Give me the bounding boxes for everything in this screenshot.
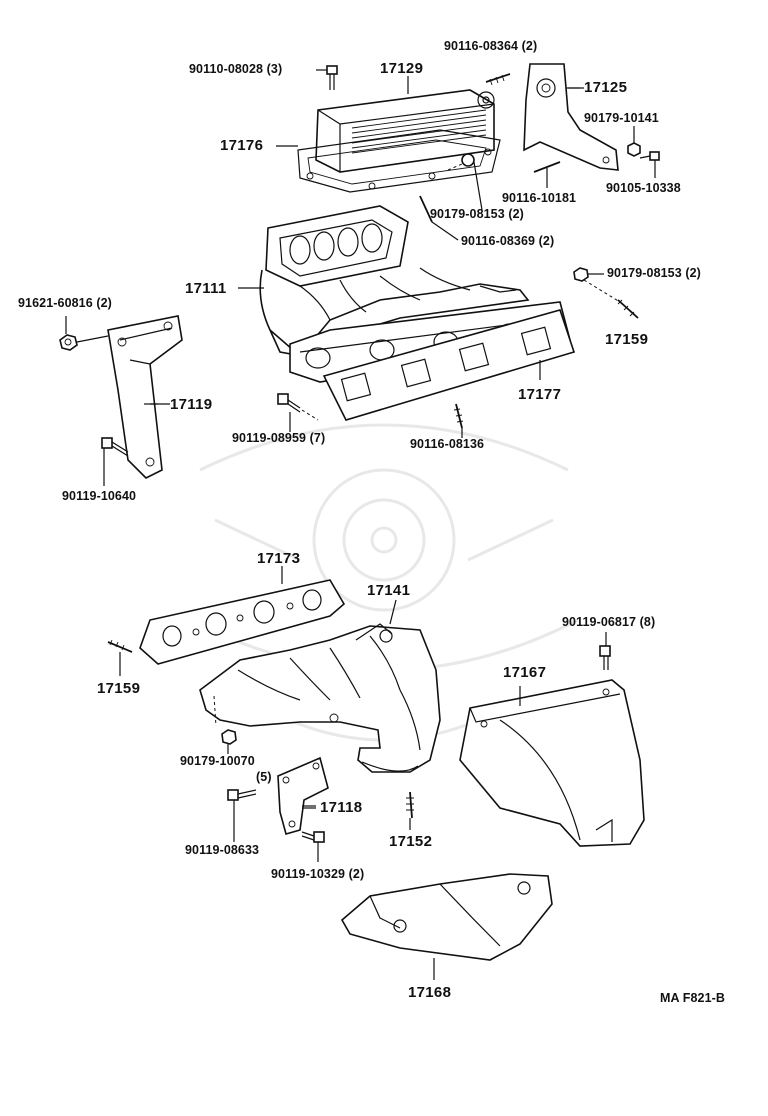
stud-17159-lower <box>107 639 133 676</box>
part-17118-stay <box>277 756 329 835</box>
bolt-90119-08959 <box>277 393 319 432</box>
stud-90116-08369 <box>419 195 459 241</box>
label-90116-10181: 90116-10181 <box>502 191 577 205</box>
nut-90179-08153-right <box>573 267 604 282</box>
part-17141-exhaust-manifold <box>199 599 441 773</box>
part-17129-plenum <box>315 89 495 173</box>
leader-lines-upper <box>144 76 580 405</box>
label-90116-08369: 90116-08369 (2) <box>461 234 555 248</box>
stud-17152 <box>406 791 414 830</box>
washer-91621-60816 <box>59 316 109 351</box>
nut-90179-10070 <box>213 695 237 754</box>
label-90119-08959: 90119-08959 (7) <box>232 431 326 445</box>
label-90179-10070-qty: (5) <box>256 770 272 784</box>
nut-90179-08153-upper <box>447 153 483 211</box>
label-90179-10070: 90179-10070 <box>180 754 255 768</box>
label-17167: 17167 <box>503 664 547 681</box>
label-17119: 17119 <box>170 396 213 413</box>
stud-90116-10181 <box>533 161 561 188</box>
bolt-90119-06817 <box>599 632 611 670</box>
part-17177-gasket <box>322 309 576 421</box>
label-90119-06817: 90119-06817 (8) <box>562 615 656 629</box>
label-90119-10329: 90119-10329 (2) <box>271 867 365 881</box>
part-17168-lower-insulator <box>340 873 553 980</box>
bolt-90105-10338 <box>639 151 660 178</box>
part-17173-gasket <box>139 566 346 665</box>
label-90119-08633: 90119-08633 <box>185 843 260 857</box>
label-90179-08153-b: 90179-08153 (2) <box>607 266 701 280</box>
part-17125-bracket <box>523 63 619 171</box>
label-17168: 17168 <box>408 984 452 1001</box>
label-90119-10640: 90119-10640 <box>62 489 137 503</box>
label-90105-10338: 90105-10338 <box>606 181 681 195</box>
stud-90116-08364 <box>485 73 511 86</box>
stud-90116-08136 <box>453 403 464 438</box>
bolt-90119-08633 <box>227 789 257 842</box>
part-17119-stay <box>107 315 183 479</box>
label-17125: 17125 <box>584 79 628 96</box>
bolt-90119-10640 <box>101 437 129 486</box>
label-90179-10141: 90179-10141 <box>584 111 659 125</box>
part-17167-heat-insulator <box>459 679 645 847</box>
label-17159-upper: 17159 <box>605 331 649 348</box>
bolt-90110-08028 <box>316 65 338 90</box>
label-90110-08028: 90110-08028 (3) <box>189 62 283 76</box>
label-17173: 17173 <box>257 550 301 567</box>
label-90116-08136: 90116-08136 <box>410 437 485 451</box>
label-17129: 17129 <box>380 60 424 77</box>
label-91621-60816: 91621-60816 (2) <box>18 296 112 310</box>
label-17152: 17152 <box>389 833 433 850</box>
label-17141: 17141 <box>367 582 411 599</box>
label-90116-08364: 90116-08364 (2) <box>444 39 538 53</box>
label-17176: 17176 <box>220 137 264 154</box>
diagram-code: MA F821-B <box>660 991 726 1005</box>
part-17111-intake-manifold <box>259 205 571 383</box>
label-17118: 17118 <box>320 799 363 816</box>
bolt-90119-10329 <box>301 831 325 862</box>
label-17111: 17111 <box>185 280 227 297</box>
label-17159-lower: 17159 <box>97 680 141 697</box>
stud-17159-upper <box>583 279 639 319</box>
nut-90179-10141 <box>627 126 641 157</box>
part-17176-gasket <box>297 129 501 193</box>
label-17177: 17177 <box>518 386 562 403</box>
label-90179-08153-a: 90179-08153 (2) <box>430 207 524 221</box>
